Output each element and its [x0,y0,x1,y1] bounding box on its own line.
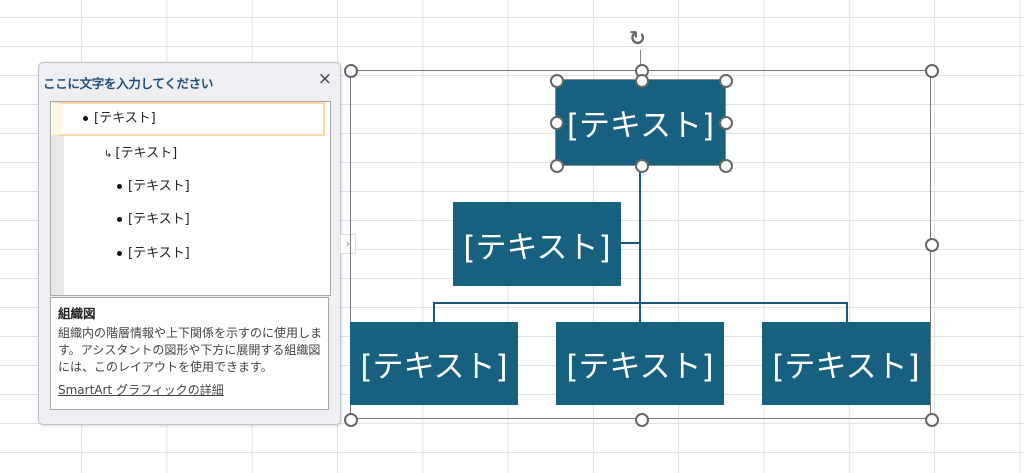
bullet-icon [117,217,122,222]
shape-handle[interactable] [550,159,564,173]
text-list-item[interactable]: [テキスト] [117,172,190,202]
rotate-handle-icon[interactable]: ↻ [629,26,646,50]
item-label: [テキスト] [128,246,190,261]
resize-handle[interactable] [925,64,939,78]
text-list-item[interactable]: [テキスト] [51,102,325,136]
close-icon[interactable]: × [317,69,332,89]
connector [433,302,435,322]
layout-description: 組織図 組織内の階層情報や上下関係を示すのに使用します。アシスタントの図形や下方… [50,297,329,410]
bullet-icon [117,184,122,189]
resize-handle[interactable] [925,413,939,427]
text-list-gutter [51,102,64,295]
resize-handle[interactable] [344,413,358,427]
connector [639,165,641,322]
shape-handle[interactable] [550,74,564,88]
shape-handle[interactable] [635,159,649,173]
bullet-icon [117,251,122,256]
item-label: [テキスト] [128,179,190,194]
org-box-sub-2[interactable]: [テキスト] [556,322,724,405]
org-box-top[interactable]: [テキスト] [555,79,726,166]
bullet-icon [83,116,88,121]
assistant-arrow-icon: ↳ [104,149,113,160]
resize-handle[interactable] [925,238,939,252]
text-list-item[interactable]: ↳[テキスト] [104,139,177,169]
text-pane-title: ここに文字を入力してください [43,76,214,91]
shape-handle[interactable] [719,116,733,130]
connector [846,302,848,322]
layout-name: 組織図 [58,306,96,321]
connector [621,242,640,244]
smartart-details-link[interactable]: SmartArt グラフィックの詳細 [58,383,224,397]
layout-description-text: 組織内の階層情報や上下関係を示すのに使用します。アシスタントの図形や下方に展開す… [58,326,323,374]
text-pane: ここに文字を入力してください × [テキスト] ↳[テキスト] [テキスト] [… [38,62,341,425]
text-list-item[interactable]: [テキスト] [117,239,190,269]
item-label: [テキスト] [115,146,178,161]
shape-handle[interactable] [719,74,733,88]
text-list-item[interactable]: [テキスト] [117,205,190,235]
connector [433,302,848,304]
shape-handle[interactable] [719,159,733,173]
resize-handle[interactable] [635,413,649,427]
item-label: [テキスト] [128,212,190,227]
text-list[interactable]: [テキスト] ↳[テキスト] [テキスト] [テキスト] [テキスト] [50,101,331,296]
shape-handle[interactable] [635,74,649,88]
text-pane-toggle[interactable]: › [340,234,356,254]
org-box-sub-1[interactable]: [テキスト] [350,322,518,405]
shape-handle[interactable] [550,116,564,130]
org-box-assistant[interactable]: [テキスト] [453,202,621,286]
rotate-stem [640,50,641,70]
resize-handle[interactable] [344,64,358,78]
item-label: [テキスト] [94,111,156,126]
org-box-sub-3[interactable]: [テキスト] [762,322,930,405]
